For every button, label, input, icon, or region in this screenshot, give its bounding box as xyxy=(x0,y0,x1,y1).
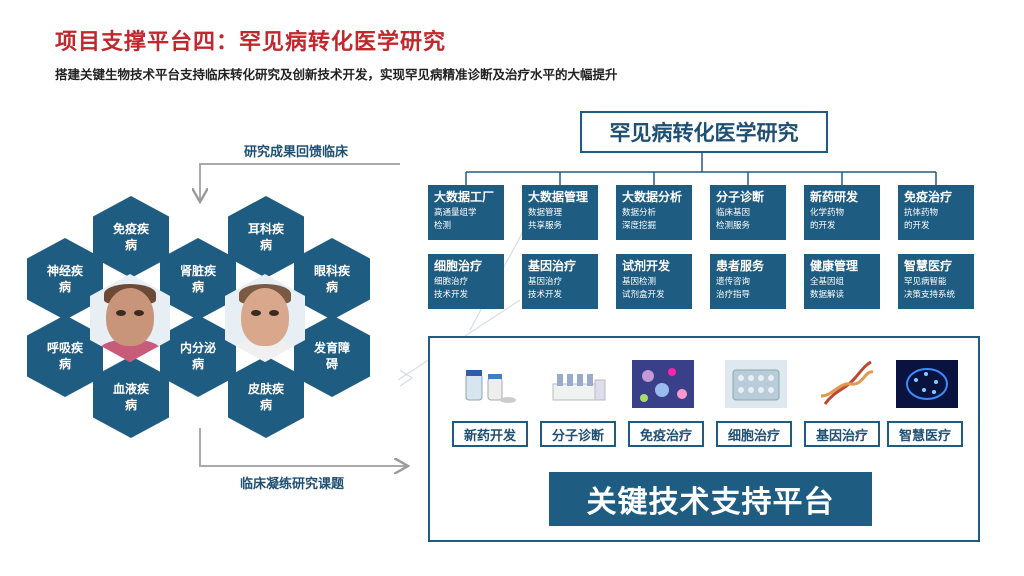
page-title: 项目支撑平台四：罕见病转化医学研究 xyxy=(55,30,447,55)
research-tile: 细胞治疗细胞治疗 技术开发 xyxy=(428,254,504,309)
research-tile: 大数据管理数据管理 共享服务 xyxy=(522,185,598,240)
research-tile: 患者服务遗传咨询 治疗指导 xyxy=(710,254,786,309)
research-tile: 新药研发化学药物 的开发 xyxy=(804,185,880,240)
research-tile: 智慧医疗罕见病智能 决策支持系统 xyxy=(898,254,974,309)
dna-image xyxy=(815,360,877,408)
platform-title-bar: 关键技术支持平台 xyxy=(549,472,872,526)
platform-tech-label: 新药开发 xyxy=(452,421,528,447)
platform-tech-label: 免疫治疗 xyxy=(628,421,704,447)
cell-culture-image xyxy=(725,360,787,408)
research-tile: 试剂开发基因检测 试剂盒开发 xyxy=(616,254,692,309)
research-tree-lines xyxy=(465,150,937,185)
platform-tech-label: 基因治疗 xyxy=(804,421,880,447)
platform-tech-label: 智慧医疗 xyxy=(887,421,963,447)
platform-tech-label: 细胞治疗 xyxy=(716,421,792,447)
immune-cells-image xyxy=(632,360,694,408)
feedback-arrow xyxy=(200,163,400,200)
research-title-box: 罕见病转化医学研究 xyxy=(580,111,828,153)
ai-brain-image xyxy=(896,360,958,408)
research-tile: 健康管理全基因组 数据解读 xyxy=(804,254,880,309)
drug-vials-image xyxy=(458,360,520,408)
research-tile: 基因治疗基因治疗 技术开发 xyxy=(522,254,598,309)
page-subtitle: 搭建关键生物技术平台支持临床转化研究及创新技术开发，实现罕见病精准诊断及治疗水平… xyxy=(55,67,618,82)
research-tile: 大数据工厂高通量组学 检测 xyxy=(428,185,504,240)
feedback-label: 研究成果回馈临床 xyxy=(244,145,349,160)
research-arrow xyxy=(199,428,406,466)
platform-tech-label: 分子诊断 xyxy=(540,421,616,447)
patient-photo-left xyxy=(90,274,170,362)
research-tile: 免疫治疗抗体药物 的开发 xyxy=(898,185,974,240)
research-tile: 分子诊断临床基因 检测服务 xyxy=(710,185,786,240)
research-tile: 大数据分析数据分析 深度挖掘 xyxy=(616,185,692,240)
test-kit-image xyxy=(547,360,609,408)
research-topic-label: 临床凝练研究课题 xyxy=(240,477,345,492)
